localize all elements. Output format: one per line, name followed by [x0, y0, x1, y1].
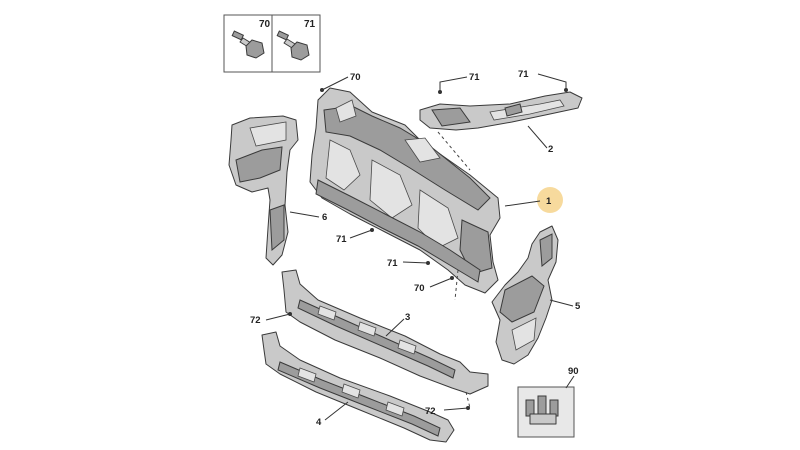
label-part-5: 5: [575, 301, 581, 312]
label-part-6: 6: [322, 212, 327, 223]
part-5-right-deflector: [491, 225, 559, 365]
label-71-mid-a: 71: [336, 234, 347, 245]
label-71-top-b: 71: [518, 69, 529, 80]
label-part-2: 2: [548, 144, 553, 155]
leader-lines: [265, 73, 575, 421]
label-part-90: 90: [568, 366, 579, 377]
screw-70-icon: [231, 30, 265, 59]
label-part-4: 4: [316, 417, 322, 428]
label-70-top: 70: [350, 72, 361, 83]
fastener-box-70-label: 70: [259, 19, 271, 30]
part-3-lower-crossmember: [281, 269, 489, 395]
part-6-left-deflector: [228, 115, 299, 266]
part-1-front-carrier: [309, 87, 501, 294]
part-1-highlight: [537, 187, 563, 213]
label-72-left: 72: [250, 315, 261, 326]
label-71-top-a: 71: [469, 72, 480, 83]
fastener-box-70: 70: [223, 14, 273, 73]
label-part-1: 1: [546, 196, 552, 207]
label-part-3: 3: [405, 312, 410, 323]
fastener-box-71-label: 71: [304, 19, 316, 30]
label-70-mid: 70: [414, 283, 425, 294]
screw-71-icon: [276, 30, 310, 61]
part-90-kit-box: [517, 386, 575, 438]
label-71-mid-b: 71: [387, 258, 398, 269]
part-4-bottom-crossmember: [261, 331, 455, 443]
part-2-upper-bracket: [419, 91, 583, 131]
label-72-bottom: 72: [425, 406, 436, 417]
fastener-box-71: 71: [271, 14, 321, 73]
